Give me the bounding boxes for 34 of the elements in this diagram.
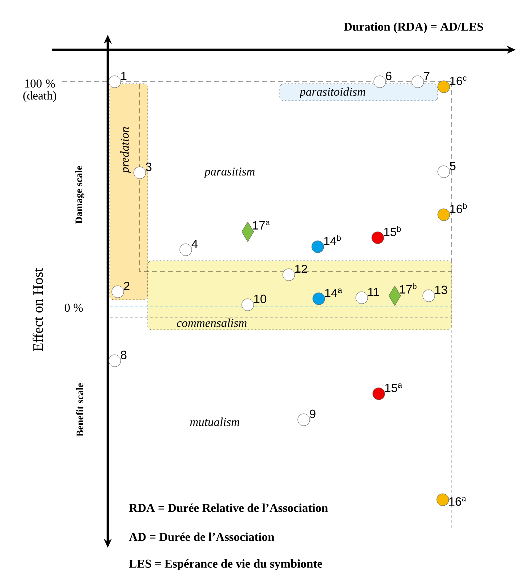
point-label: 9 [310, 410, 316, 418]
point-label: 15$^{a}$ [386, 384, 402, 392]
point-label: 11 [368, 288, 380, 296]
point-label: 17$^{a}$ [253, 221, 270, 230]
point-label: 14$^{b}$ [324, 235, 342, 246]
definition-text: LES = Espérance de vie du symbionte [129, 560, 322, 570]
axis-title: Effect on Host [32, 268, 44, 352]
tick-label: 100 % (death) [24, 80, 56, 102]
point-label: 7 [424, 72, 430, 80]
point-label: 3 [146, 162, 152, 172]
point-label: 16$^{a}$ [450, 497, 466, 506]
point-label: 8 [121, 350, 127, 360]
point-label: 16$^{c}$ [450, 76, 467, 86]
definition-text: RDA = Durée Relative de l’Association [129, 504, 328, 512]
tick-label: 0 % [64, 304, 84, 312]
point-label: 17$^{b}$ [400, 284, 417, 294]
point-label: 1 [122, 72, 127, 80]
region-box: parasitoidism [280, 84, 438, 102]
scale-label: Benefit scale [76, 383, 84, 437]
region-label: mutualism [190, 418, 240, 426]
definition-text: AD = Durée de l’Association [129, 532, 274, 542]
point-label: 16$^{b}$ [450, 203, 468, 214]
point-label: 15$^{b}$ [384, 226, 402, 236]
point-label: 4 [192, 240, 198, 248]
region-label: parasitism [204, 168, 255, 178]
point-label: 14$^{a}$ [326, 288, 342, 298]
point-label: 12 [296, 265, 308, 274]
point-label: 13 [436, 286, 448, 294]
point-label: 10 [254, 294, 266, 304]
point-label: 5 [450, 162, 456, 170]
point-label: 2 [124, 282, 130, 290]
point-label: 6 [386, 72, 392, 80]
scale-label: Damage scale [75, 166, 85, 224]
axis-title: Duration (RDA) = AD/LES [344, 22, 484, 34]
